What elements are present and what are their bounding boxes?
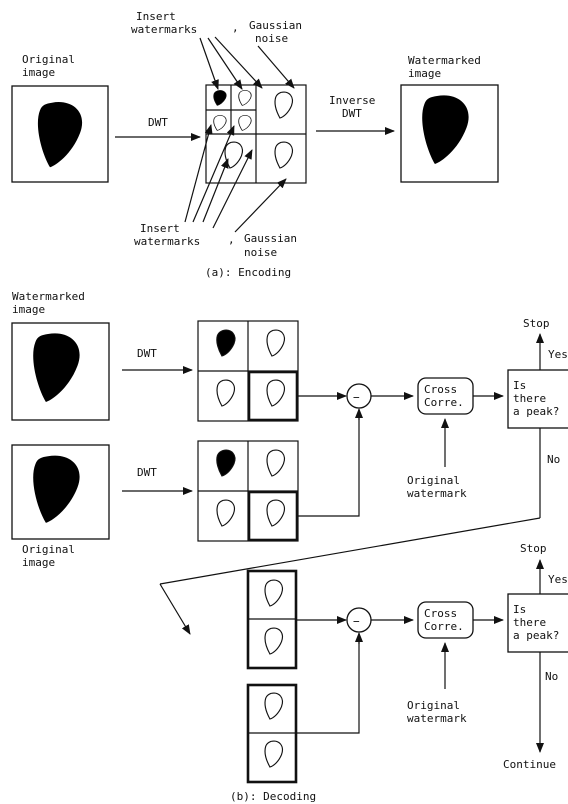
- enc-insert-top-1: Insert: [136, 10, 176, 23]
- dec-orig-wm-bottom-2: watermark: [407, 712, 467, 725]
- encoding-section: Original image DWT Insert watermarks , G…: [12, 10, 498, 279]
- dec-original-label-1: Original: [22, 543, 75, 556]
- dec-yes-top: Yes: [548, 348, 568, 361]
- enc-insert-arrow-2: [208, 38, 242, 89]
- dec-decision-bottom-1: Is: [513, 603, 526, 616]
- enc-insert-b-arrow-1: [185, 125, 211, 222]
- enc-original-label-2: image: [22, 66, 55, 79]
- dec-original-label-2: image: [22, 556, 55, 569]
- dec-orig-wm-top-1: Original: [407, 474, 460, 487]
- dec-stop-bottom: Stop: [520, 542, 547, 555]
- dec-wavelet-grid-top: [198, 321, 298, 421]
- dec-stop-top: Stop: [523, 317, 550, 330]
- dec-cross-bottom-2: Corre.: [424, 620, 464, 633]
- dec-orig-wm-top-2: watermark: [407, 487, 467, 500]
- dec-minus-sign-top: −: [353, 391, 360, 404]
- dec-stack-bottom: [248, 685, 296, 782]
- enc-gaussian-bottom-1: Gaussian: [244, 232, 297, 245]
- enc-gaussian-top-1: Gaussian: [249, 19, 302, 32]
- dec-continue: Continue: [503, 758, 556, 771]
- dec-decision-top-3: a peak?: [513, 405, 559, 418]
- enc-insert-arrow-1: [200, 38, 218, 89]
- enc-watermarked-label-1: Watermarked: [408, 54, 481, 67]
- dec-loopback-arrow: [160, 584, 190, 634]
- dec-bottom-to-minus-line: [298, 410, 359, 516]
- enc-gaussian-bottom-2: noise: [244, 246, 277, 259]
- dec-no-top: No: [547, 453, 560, 466]
- decoding-section: Watermarked image Original image DWT DWT: [12, 290, 568, 803]
- dec-stack-bottom-line: [296, 634, 359, 733]
- enc-inverse-label-1: Inverse: [329, 94, 375, 107]
- dec-yes-bottom: Yes: [548, 573, 568, 586]
- dec-decision-top-1: Is: [513, 379, 526, 392]
- dec-wavelet-grid-bottom: [198, 441, 298, 541]
- enc-wavelet-grid: [206, 85, 306, 183]
- dec-cross-bottom-1: Cross: [424, 607, 457, 620]
- enc-inverse-label-2: DWT: [342, 107, 362, 120]
- enc-comma-top: ,: [232, 21, 239, 34]
- dec-cross-top-2: Corre.: [424, 396, 464, 409]
- enc-insert-bottom-2: watermarks: [134, 235, 200, 248]
- dec-cross-top-1: Cross: [424, 383, 457, 396]
- enc-gaussian-top-2: noise: [255, 32, 288, 45]
- dec-dwt-top-label: DWT: [137, 347, 157, 360]
- dec-watermarked-label-1: Watermarked: [12, 290, 85, 303]
- dec-decision-bottom-2: there: [513, 616, 546, 629]
- enc-gaussian-arrow-2: [258, 46, 294, 88]
- enc-dwt-label: DWT: [148, 116, 168, 129]
- dec-stack-top: [248, 571, 296, 668]
- enc-gaussian-b-arrow-2: [235, 179, 286, 232]
- dec-loopback-line: [160, 518, 540, 584]
- enc-caption: (a): Encoding: [205, 266, 291, 279]
- enc-insert-b-arrow-2: [193, 126, 234, 222]
- dec-decision-bottom-3: a peak?: [513, 629, 559, 642]
- dec-orig-wm-bottom-1: Original: [407, 699, 460, 712]
- dec-minus-sign-bottom: −: [353, 615, 360, 628]
- dec-no-bottom: No: [545, 670, 558, 683]
- dec-caption: (b): Decoding: [230, 790, 316, 803]
- enc-insert-top-2: watermarks: [131, 23, 197, 36]
- dec-watermarked-label-2: image: [12, 303, 45, 316]
- enc-watermarked-label-2: image: [408, 67, 441, 80]
- dec-dwt-bottom-label: DWT: [137, 466, 157, 479]
- dec-decision-top-2: there: [513, 392, 546, 405]
- enc-comma-bottom: ,: [228, 233, 235, 246]
- enc-original-label-1: Original: [22, 53, 75, 66]
- enc-insert-bottom-1: Insert: [140, 222, 180, 235]
